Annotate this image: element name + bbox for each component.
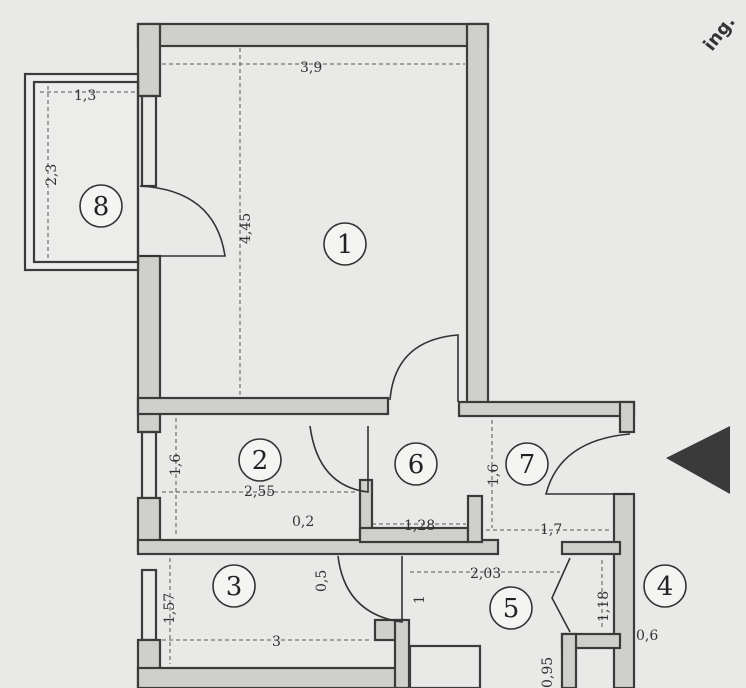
wall-room7-right: [612, 492, 636, 688]
room-number-5: 5: [503, 594, 520, 624]
room-label-3: 3: [212, 564, 256, 608]
wall-room2-room3: [136, 538, 500, 556]
room-number-1: 1: [337, 230, 354, 260]
room-number-8: 8: [93, 192, 110, 222]
door-room2: [309, 425, 369, 493]
room-label-1: 1: [323, 222, 367, 266]
wall-closet-left: [560, 632, 578, 688]
door-room1: [389, 334, 459, 402]
dim-room2-width: 2,55: [244, 484, 275, 500]
dim-closet-height: 1,18: [596, 591, 612, 622]
window-left-room2: [140, 430, 158, 500]
dim-room6-width: 1,28: [404, 518, 435, 534]
door-room3: [337, 555, 403, 623]
room-number-4: 4: [657, 572, 674, 602]
dim-hall-depth: 1: [412, 595, 428, 604]
dim-room1-width: 3,9: [300, 60, 322, 76]
room-label-8: 8: [79, 184, 123, 228]
entrance-arrow-icon: [666, 426, 730, 494]
wall-room3-step: [393, 618, 411, 688]
dim-room3-height: 1,57: [162, 593, 178, 624]
room-label-4: 4: [643, 564, 687, 608]
room-number-2: 2: [252, 446, 269, 476]
door-entrance: [544, 433, 631, 495]
room-number-6: 6: [408, 450, 425, 480]
dim-room7-height: 1,6: [486, 464, 502, 486]
room-label-6: 6: [394, 442, 438, 486]
balcony-outline: [23, 72, 140, 272]
dim-room3-width: 3: [272, 634, 281, 650]
wall-right-room1: [465, 22, 490, 416]
door-room8: [139, 185, 226, 257]
corner-text: ing.: [699, 12, 739, 55]
wall-room1-bottom-right: [457, 400, 636, 418]
wall-room6-right: [466, 494, 484, 544]
stair-box: [408, 644, 482, 688]
balcony-inner: [32, 80, 140, 264]
window-left-upper: [140, 94, 158, 188]
dim-room1-height: 4,45: [238, 213, 254, 244]
room-label-5: 5: [489, 586, 533, 630]
dim-room7-width: 1,7: [540, 522, 562, 538]
room-label-7: 7: [505, 442, 549, 486]
dim-niche-width: 0,2: [292, 514, 314, 530]
wall-room1-bottom-left: [136, 396, 390, 416]
dim-hall-width: 2,03: [470, 566, 501, 582]
dim-bottom: 0,95: [540, 657, 556, 688]
wall-top: [136, 22, 490, 48]
wall-closet-top: [560, 540, 622, 556]
room-number-7: 7: [519, 450, 536, 480]
dim-room8-width: 1,3: [74, 88, 96, 104]
dim-closet-offset: 0,6: [636, 628, 658, 644]
dim-door-gap: 0,5: [314, 570, 330, 592]
wall-room3-bottom: [136, 666, 410, 688]
window-left-room3: [140, 568, 158, 642]
room-number-3: 3: [226, 572, 243, 602]
door-closet: [551, 557, 571, 633]
wall-right-short: [618, 400, 636, 434]
dim-room8-height: 2,3: [44, 164, 60, 186]
wall-left-upper: [136, 22, 162, 98]
room-label-2: 2: [238, 438, 282, 482]
dim-room2-height: 1,6: [168, 454, 184, 476]
